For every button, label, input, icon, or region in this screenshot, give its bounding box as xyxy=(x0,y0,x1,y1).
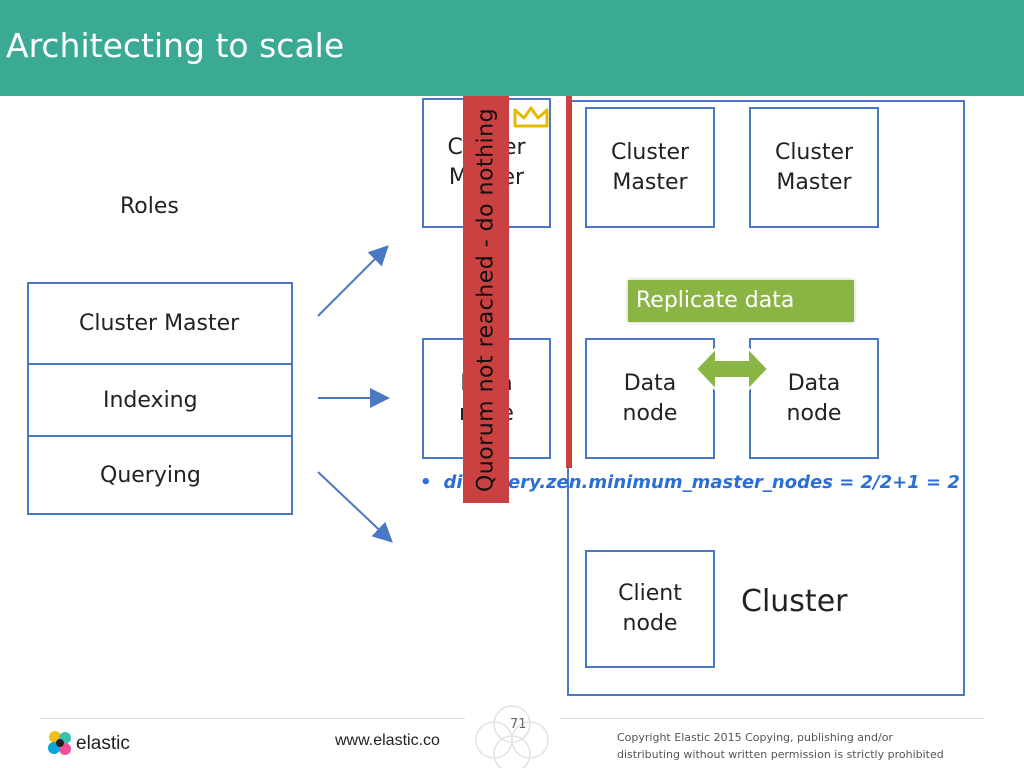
master-node-right: Cluster Master xyxy=(749,107,879,228)
arrow-down xyxy=(317,471,393,543)
role-querying: Querying xyxy=(27,435,293,515)
client-node: Client node xyxy=(585,550,715,668)
footer-copyright: Copyright Elastic 2015 Copying, publishi… xyxy=(617,731,944,761)
page-number-flower-icon xyxy=(475,705,549,768)
elastic-logo-text: elastic xyxy=(76,733,130,754)
master-node-middle: Cluster Master xyxy=(585,107,715,228)
cluster-label: Cluster xyxy=(741,584,848,619)
quorum-banner xyxy=(463,96,509,503)
arrow-up xyxy=(317,245,389,317)
slide-title: Architecting to scale xyxy=(6,26,345,65)
elastic-logo-icon xyxy=(48,731,71,755)
roles-title: Roles xyxy=(120,194,179,219)
partition-line xyxy=(566,96,572,468)
data-node-right: Data node xyxy=(749,338,879,459)
quorum-banner-text: Quorum not reached - do nothing xyxy=(473,107,499,493)
replicate-arrow-icon xyxy=(696,345,768,393)
footer-website: www.elastic.co xyxy=(335,732,440,749)
header-bar xyxy=(0,0,1024,96)
page-number: 71 xyxy=(510,717,527,732)
replicate-data-label: Replicate data xyxy=(628,280,854,322)
footer-divider-left xyxy=(40,718,465,719)
bullet-quorum-formula: •discovery.zen.minimum_master_nodes = 2/… xyxy=(420,472,960,493)
footer-divider-right xyxy=(560,718,984,719)
data-node-middle: Data node xyxy=(585,338,715,459)
crown-icon xyxy=(513,106,549,128)
